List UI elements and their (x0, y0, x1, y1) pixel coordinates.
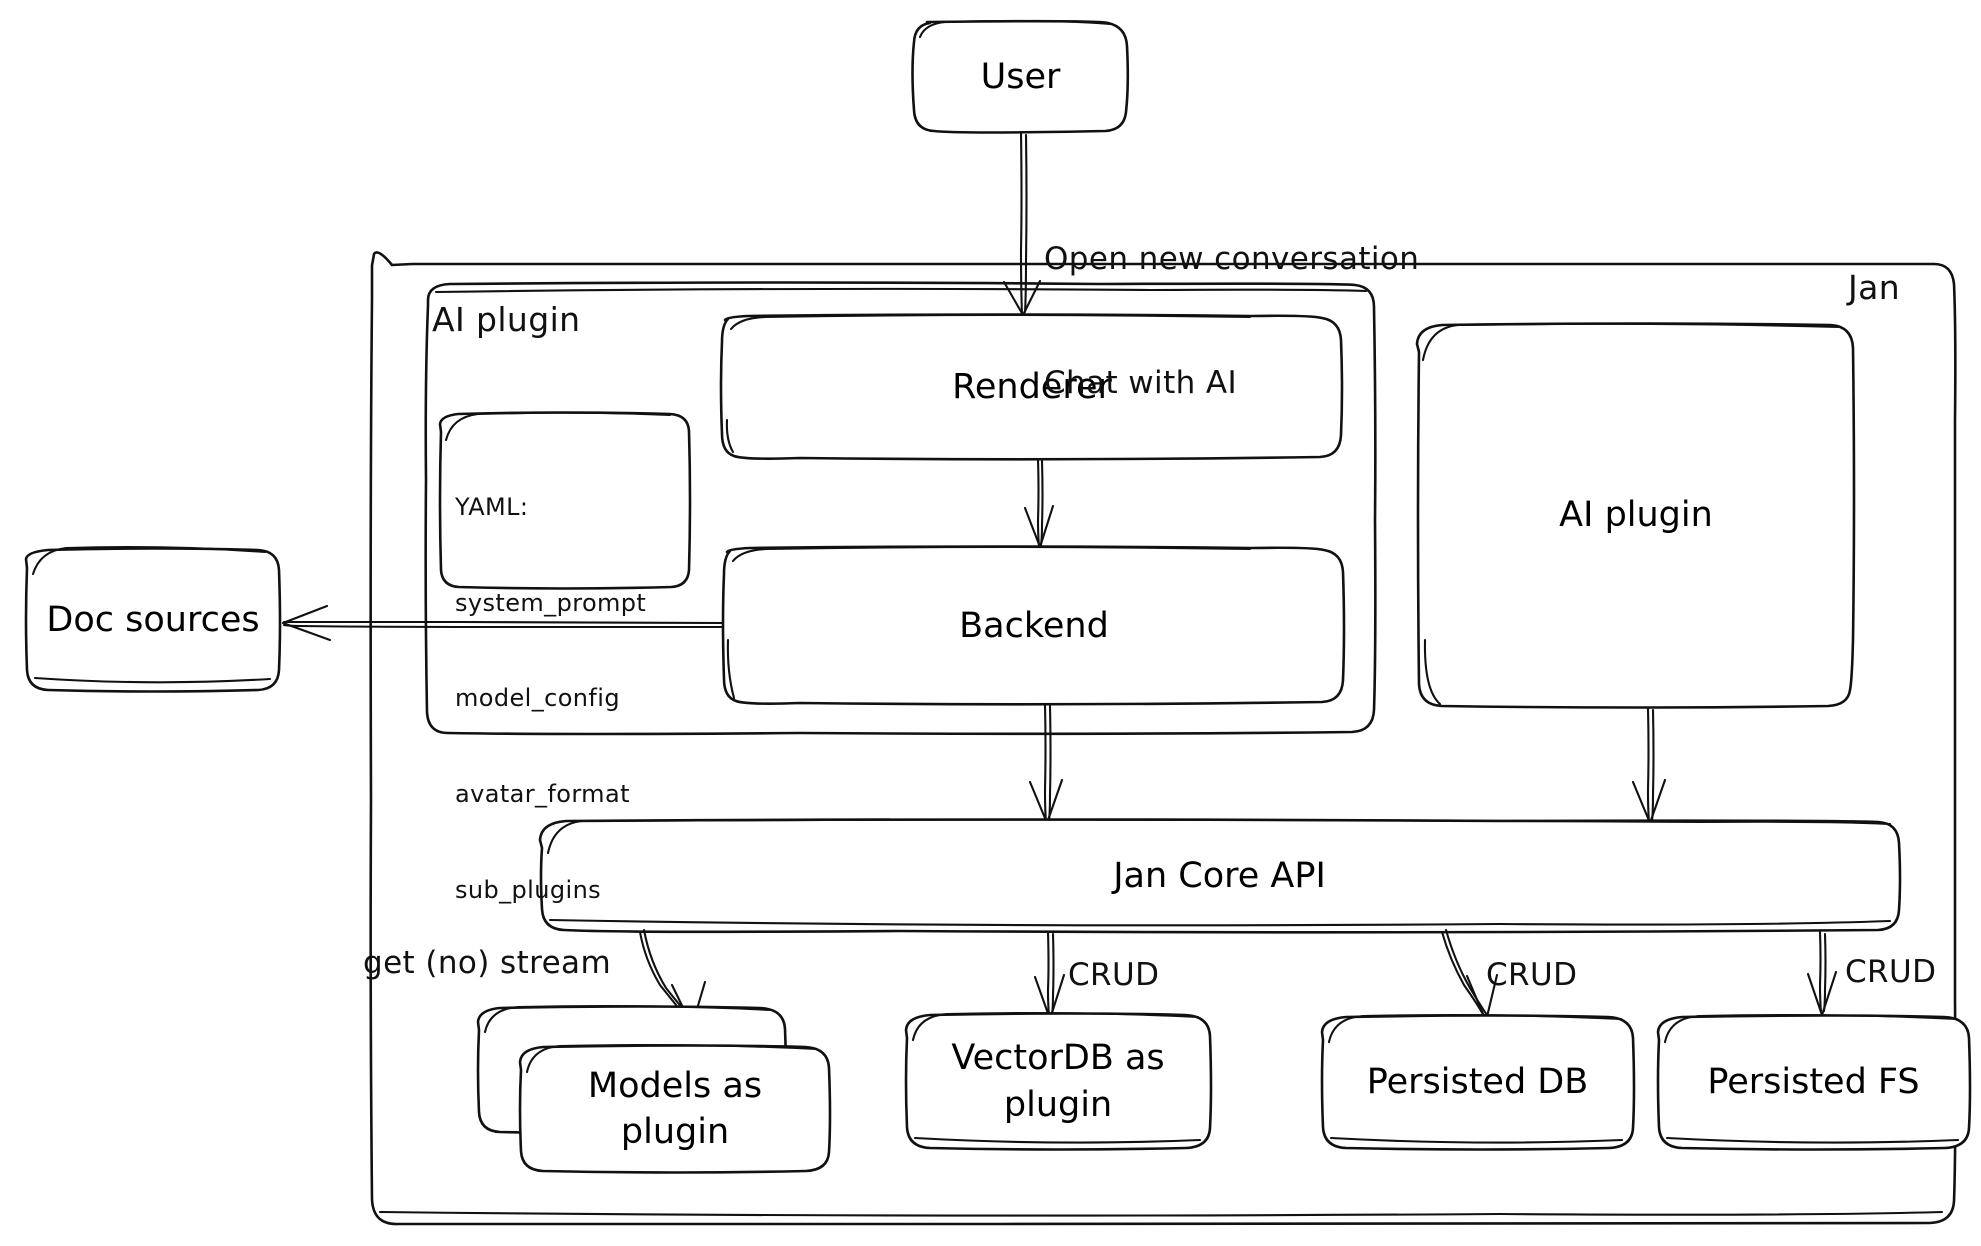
vectordb-plugin-line-1: plugin (1003, 1084, 1113, 1125)
node-doc-sources[interactable]: Doc sources (46, 599, 260, 640)
node-yaml: YAML: system_prompt model_config avatar_… (455, 428, 646, 970)
yaml-line-3: avatar_format (455, 779, 630, 808)
edge-core-api-to-vectordb (1033, 930, 1066, 1021)
edge-backend-to-core-api (1028, 702, 1064, 825)
node-backend[interactable]: Backend (959, 605, 1109, 646)
edge-label-line-1: Chat with AI (1044, 365, 1238, 402)
node-ai-plugin[interactable]: AI plugin (1559, 495, 1713, 536)
edge-ai-plugin-to-core-api (1631, 706, 1667, 825)
edge-core-api-to-models (638, 928, 707, 1028)
edge-label-crud-vectordb: CRUD (1068, 957, 1160, 993)
edge-label-line-0: Open new conversation (1044, 241, 1420, 278)
node-persisted-db[interactable]: Persisted DB (1366, 1062, 1589, 1103)
edge-label-get-no-stream: get (no) stream (363, 945, 612, 981)
vectordb-plugin-line-0: VectorDB as (951, 1038, 1165, 1079)
node-models-plugin[interactable]: Models as plugin (521, 1047, 829, 1171)
models-plugin-line-1: plugin (620, 1112, 730, 1152)
edge-user-to-renderer (1002, 130, 1042, 317)
node-user[interactable]: User (980, 56, 1061, 97)
node-renderer[interactable]: Renderer (952, 366, 1112, 407)
node-jan-core-api[interactable]: Jan Core API (1113, 855, 1326, 896)
edge-label-crud-persisted-fs: CRUD (1845, 954, 1937, 990)
node-persisted-fs[interactable]: Persisted FS (1707, 1062, 1920, 1103)
node-vectordb-plugin[interactable]: VectorDB as plugin (906, 1015, 1210, 1148)
models-plugin-line-0: Models as (587, 1065, 763, 1106)
edge-label-crud-persisted-db: CRUD (1486, 957, 1578, 993)
yaml-line-2: model_config (455, 684, 620, 713)
edge-core-api-to-persisted-fs (1806, 930, 1838, 1017)
yaml-line-1: system_prompt (455, 588, 647, 617)
edge-label-open-conversation: Open new conversation Chat with AI (1044, 157, 1419, 487)
container-label-ai-plugin-group: AI plugin (432, 300, 581, 339)
container-label-jan: Jan (1848, 268, 1901, 307)
yaml-line-4: sub_plugins (455, 875, 602, 904)
yaml-line-0: YAML: (455, 492, 529, 521)
